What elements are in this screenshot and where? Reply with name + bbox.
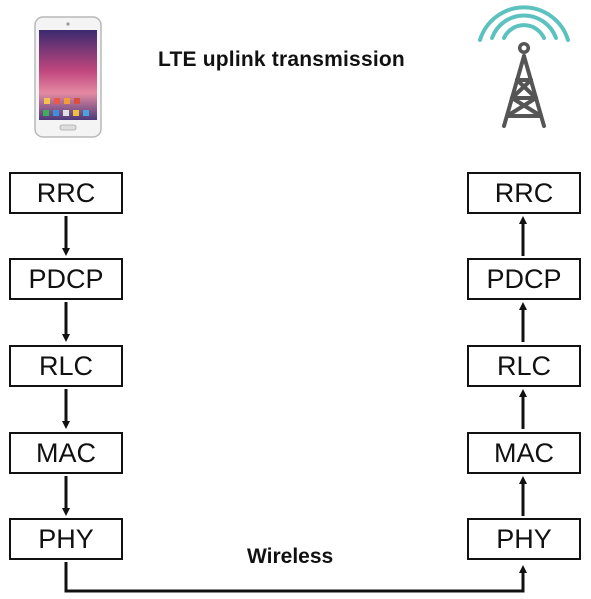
right-layer-rlc: RLC [467, 345, 581, 387]
right-layer-phy: PHY [467, 518, 581, 560]
right-layer-pdcp: PDCP [467, 258, 581, 300]
cell-tower-icon [470, 2, 578, 135]
left-layer-mac: MAC [9, 432, 123, 474]
wireless-link [64, 562, 527, 593]
left-layer-pdcp: PDCP [9, 258, 123, 300]
wireless-label: Wireless [247, 545, 334, 568]
left-layer-phy: PHY [9, 518, 123, 560]
left-layer-rlc: RLC [9, 345, 123, 387]
smartphone-icon [34, 16, 102, 143]
diagram-title: LTE uplink transmission [158, 48, 405, 71]
left-layer-rrc: RRC [9, 172, 123, 214]
right-layer-mac: MAC [467, 432, 581, 474]
right-layer-rrc: RRC [467, 172, 581, 214]
